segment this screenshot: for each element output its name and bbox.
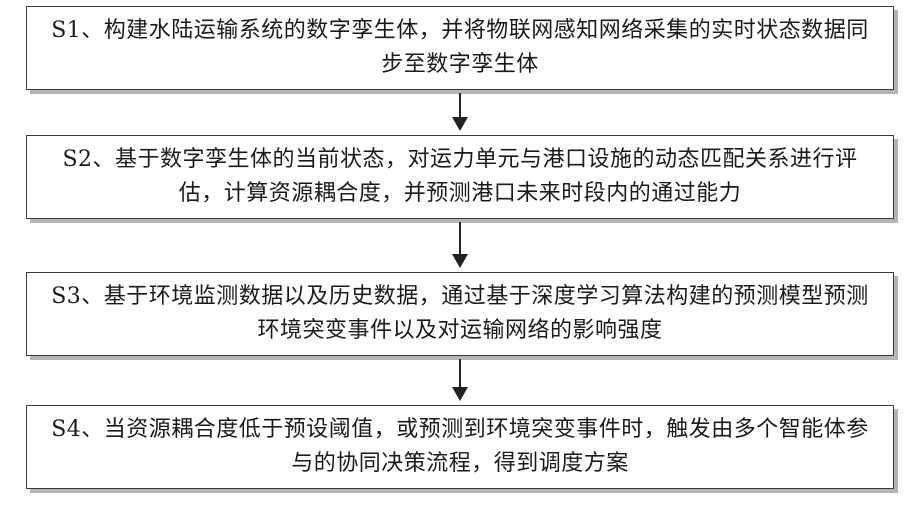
step-box-s2: S2、基于数字孪生体的当前状态，对运力单元与港口设施的动态匹配关系进行评估，计算…: [26, 135, 894, 219]
arrow-head: [452, 117, 468, 131]
arrow-head: [452, 254, 468, 268]
arrow-shaft: [459, 222, 461, 256]
step-text-s2: S2、基于数字孪生体的当前状态，对运力单元与港口设施的动态匹配关系进行评估，计算…: [42, 143, 878, 211]
arrow-shaft: [459, 359, 461, 389]
arrow-shaft: [459, 93, 461, 119]
step-text-s3: S3、基于环境监测数据以及历史数据，通过基于深度学习算法构建的预测模型预测环境突…: [42, 280, 878, 348]
step-box-s3: S3、基于环境监测数据以及历史数据，通过基于深度学习算法构建的预测模型预测环境突…: [26, 272, 894, 356]
arrow-head: [452, 387, 468, 401]
step-box-s1: S1、构建水陆运输系统的数字孪生体，并将物联网感知网络采集的实时状态数据同步至数…: [26, 6, 894, 90]
flow-arrow-3: [452, 359, 468, 401]
step-box-s4: S4、当资源耦合度低于预设阈值，或预测到环境突变事件时，触发由多个智能体参与的协…: [26, 405, 894, 489]
step-text-s4: S4、当资源耦合度低于预设阈值，或预测到环境突变事件时，触发由多个智能体参与的协…: [42, 413, 878, 481]
step-text-s1: S1、构建水陆运输系统的数字孪生体，并将物联网感知网络采集的实时状态数据同步至数…: [42, 14, 878, 82]
flow-arrow-1: [452, 93, 468, 131]
flow-arrow-2: [452, 222, 468, 268]
